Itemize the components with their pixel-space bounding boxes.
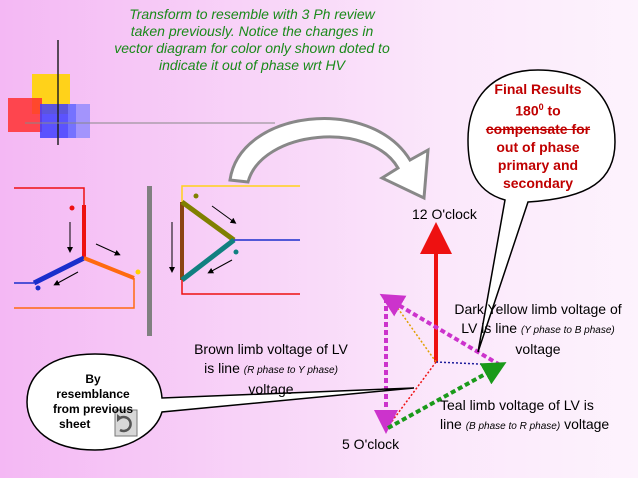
resemblance-line-1: By <box>85 372 101 386</box>
brown-line-1: Brown limb voltage of LV <box>194 341 348 357</box>
final-line-2: 1800 to <box>476 98 600 120</box>
final-line-5: primary and <box>497 156 579 173</box>
brown-line-2: is line (R phase to Y phase) <box>178 359 364 380</box>
title-line-2: taken previously. Notice the changes in <box>130 23 374 39</box>
brown-line-2-small: (R phase to Y phase) <box>243 365 338 376</box>
clock-5-label: 5 O'clock <box>342 436 400 452</box>
final-results-callout <box>467 69 616 353</box>
final-degree: 0 <box>538 102 544 112</box>
separator-bar <box>147 186 152 336</box>
teal-label: Teal limb voltage of LV is line (B phase… <box>440 396 636 436</box>
teal-line-2a: line <box>440 416 466 432</box>
decorative-squares <box>8 40 275 145</box>
final-line-6: secondary <box>502 174 574 191</box>
title-line-3: vector diagram for color only shown dote… <box>114 40 390 56</box>
dark-yellow-label: Dark Yellow limb voltage of LV is line (… <box>438 300 638 359</box>
brown-label: Brown limb voltage of LV is line (R phas… <box>178 340 364 399</box>
final-angle: 180 <box>515 102 539 119</box>
final-results-text: Final Results 1800 to compensate for out… <box>476 80 600 192</box>
teal-line-2b: voltage <box>560 416 610 432</box>
title-line-1: Transform to resemble with 3 Ph review <box>129 6 375 22</box>
dark-yellow-line-2a: LV is line <box>461 320 521 336</box>
recycle-sheet-icon <box>114 409 138 437</box>
star-winding <box>14 187 141 309</box>
curved-transform-arrow <box>228 117 430 201</box>
phasor-diagram <box>374 222 507 434</box>
final-line-1: Final Results <box>494 81 582 97</box>
teal-line-2: line (B phase to R phase) voltage <box>440 415 636 436</box>
teal-line-2-small: (B phase to R phase) <box>465 421 561 432</box>
brown-line-2a: is line <box>204 360 244 376</box>
resemblance-line-4: sheet <box>59 417 91 431</box>
resemblance-line-3: from previous <box>52 402 133 416</box>
final-line-4: out of phase <box>496 138 580 155</box>
dark-yellow-line-1: Dark Yellow limb voltage of <box>454 301 622 317</box>
final-line-3: compensate for <box>485 120 591 137</box>
resemblance-line-2: resemblance <box>56 387 130 401</box>
resemblance-text: By resemblance from previous sheet <box>47 372 139 432</box>
teal-line-1: Teal limb voltage of LV is <box>440 397 594 413</box>
slide-title: Transform to resemble with 3 Ph review t… <box>92 6 412 74</box>
clock-12-label: 12 O'clock <box>412 206 477 222</box>
dark-yellow-line-3: voltage <box>515 341 561 357</box>
brown-line-3: voltage <box>248 381 294 397</box>
dark-yellow-line-2: LV is line (Y phase to B phase) <box>438 319 638 340</box>
final-to: to <box>543 102 561 119</box>
dark-yellow-line-2-small: (Y phase to B phase) <box>520 325 615 336</box>
title-line-4: indicate it out of phase wrt HV <box>159 57 345 73</box>
delta-winding <box>169 185 300 295</box>
